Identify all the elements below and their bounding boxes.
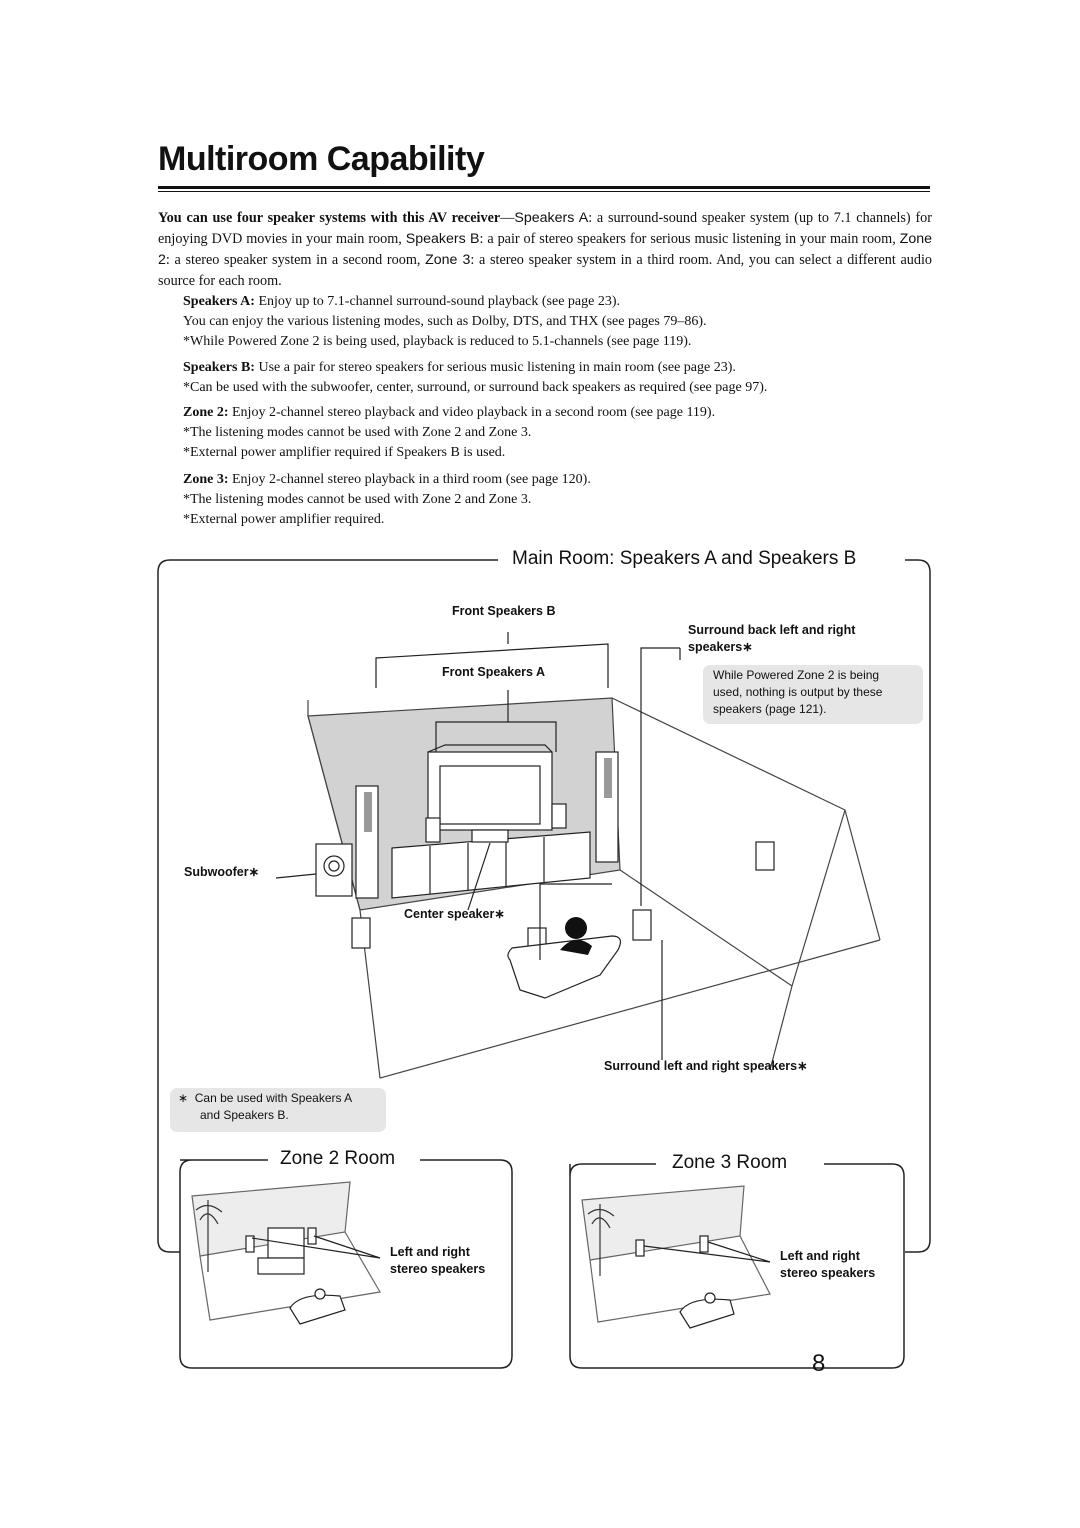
page-title: Multiroom Capability xyxy=(158,140,485,178)
zone3-line3: *External power amplifier required. xyxy=(183,512,385,527)
asterisk-mark: ∗ xyxy=(742,640,753,654)
center-text: Center speaker xyxy=(404,907,495,921)
label-front-speakers-a: Front Speakers A xyxy=(442,665,546,679)
zone3-section: Zone 3: Enjoy 2-channel stereo playback … xyxy=(183,470,943,530)
speakers-b-label: Speakers B: xyxy=(183,360,255,375)
note-line3: speakers (page 121). xyxy=(713,702,827,716)
zone3-label: Zone 3: xyxy=(183,472,229,487)
zone3-text: Enjoy 2-channel stereo playback in a thi… xyxy=(228,472,591,487)
asterisk-mark: ∗ xyxy=(248,865,260,879)
intro-dash: — xyxy=(500,210,515,226)
footnote-box: ∗ Can be used with Speakers A and Speake… xyxy=(170,1088,386,1132)
asterisk-mark: ∗ xyxy=(494,907,505,921)
zone3-label-line1: Left and right xyxy=(780,1249,860,1263)
intro-zone3-text: : a stereo speaker system in a third roo… xyxy=(158,252,932,289)
label-subwoofer: Subwoofer∗ xyxy=(184,864,259,881)
intro-speakers-b: Speakers B xyxy=(405,231,480,247)
intro-paragraph: You can use four speaker systems with th… xyxy=(158,208,932,292)
zone3-speakers-label: Left and right stereo speakers xyxy=(780,1248,875,1282)
subwoofer-text: Subwoofer xyxy=(184,865,249,879)
label-surround-speakers: Surround left and right speakers∗ xyxy=(604,1058,808,1075)
speakers-a-line3: *While Powered Zone 2 is being used, pla… xyxy=(183,334,692,349)
speakers-b-line2: *Can be used with the subwoofer, center,… xyxy=(183,380,768,395)
zone3-label-line2: stereo speakers xyxy=(780,1266,876,1280)
zone3-room-heading: Zone 3 Room xyxy=(664,1152,796,1174)
surround-back-line1: Surround back left and right xyxy=(688,623,856,637)
speakers-a-line1: Speakers A: Enjoy up to 7.1-channel surr… xyxy=(183,292,943,312)
surround-back-line2: speakers∗ xyxy=(688,639,855,656)
speakers-a-label: Speakers A: xyxy=(183,294,255,309)
zone2-line2: *The listening modes cannot be used with… xyxy=(183,425,532,440)
asterisk-mark: ∗ xyxy=(797,1059,808,1073)
main-room-heading: Main Room: Speakers A and Speakers B xyxy=(504,548,865,570)
page-number: 8 xyxy=(812,1350,826,1377)
asterisk-mark: ∗ xyxy=(178,1091,189,1105)
title-rule xyxy=(158,186,930,189)
label-center-speaker: Center speaker∗ xyxy=(404,906,505,923)
footnote-line1: ∗ Can be used with Speakers A xyxy=(178,1090,380,1107)
speakers-b-line1: Speakers B: Use a pair for stereo speake… xyxy=(183,358,943,378)
zone2-line3: *External power amplifier required if Sp… xyxy=(183,445,506,460)
powered-zone2-note: While Powered Zone 2 is being used, noth… xyxy=(703,665,923,724)
zone3-line1: Zone 3: Enjoy 2-channel stereo playback … xyxy=(183,470,943,490)
footnote-line2: and Speakers B. xyxy=(200,1108,289,1122)
intro-zone2: Zone 2 xyxy=(158,231,933,268)
intro-speakers-a: Speakers A xyxy=(514,210,589,226)
speakers-a-line2: You can enjoy the various listening mode… xyxy=(183,314,707,329)
speakers-b-section: Speakers B: Use a pair for stereo speake… xyxy=(183,358,943,398)
zone2-label-line1: Left and right xyxy=(390,1245,470,1259)
intro-speakers-b-text: : a pair of stereo speakers for serious … xyxy=(479,231,900,247)
note-line2: used, nothing is output by these xyxy=(713,685,883,699)
zone3-line2: *The listening modes cannot be used with… xyxy=(183,492,532,507)
intro-speakers-a-text: : a surround-sound speaker system (up to… xyxy=(158,210,932,247)
title-rule-thin xyxy=(158,191,930,192)
surround-back-word: speakers xyxy=(688,640,743,654)
surround-text: Surround left and right speakers xyxy=(604,1059,798,1073)
intro-zone2-text: : a stereo speaker system in a second ro… xyxy=(165,252,426,268)
intro-bold: You can use four speaker systems with th… xyxy=(158,210,501,226)
zone2-label: Zone 2: xyxy=(183,405,229,420)
zone2-room-heading: Zone 2 Room xyxy=(272,1148,404,1170)
zone2-text: Enjoy 2-channel stereo playback and vide… xyxy=(228,405,716,420)
speakers-b-text: Use a pair for stereo speakers for serio… xyxy=(254,360,736,375)
intro-zone3: Zone 3 xyxy=(425,252,471,268)
label-surround-back: Surround back left and right speakers∗ xyxy=(688,622,855,656)
footnote-text1: Can be used with Speakers A xyxy=(194,1091,353,1105)
zone2-label-line2: stereo speakers xyxy=(390,1262,486,1276)
zone2-speakers-label: Left and right stereo speakers xyxy=(390,1244,485,1278)
label-front-speakers-b: Front Speakers B xyxy=(452,604,556,618)
speakers-a-text: Enjoy up to 7.1-channel surround-sound p… xyxy=(254,294,621,309)
speakers-a-section: Speakers A: Enjoy up to 7.1-channel surr… xyxy=(183,292,943,352)
note-line1: While Powered Zone 2 is being xyxy=(713,668,880,682)
zone2-line1: Zone 2: Enjoy 2-channel stereo playback … xyxy=(183,403,943,423)
zone2-section: Zone 2: Enjoy 2-channel stereo playback … xyxy=(183,403,943,463)
